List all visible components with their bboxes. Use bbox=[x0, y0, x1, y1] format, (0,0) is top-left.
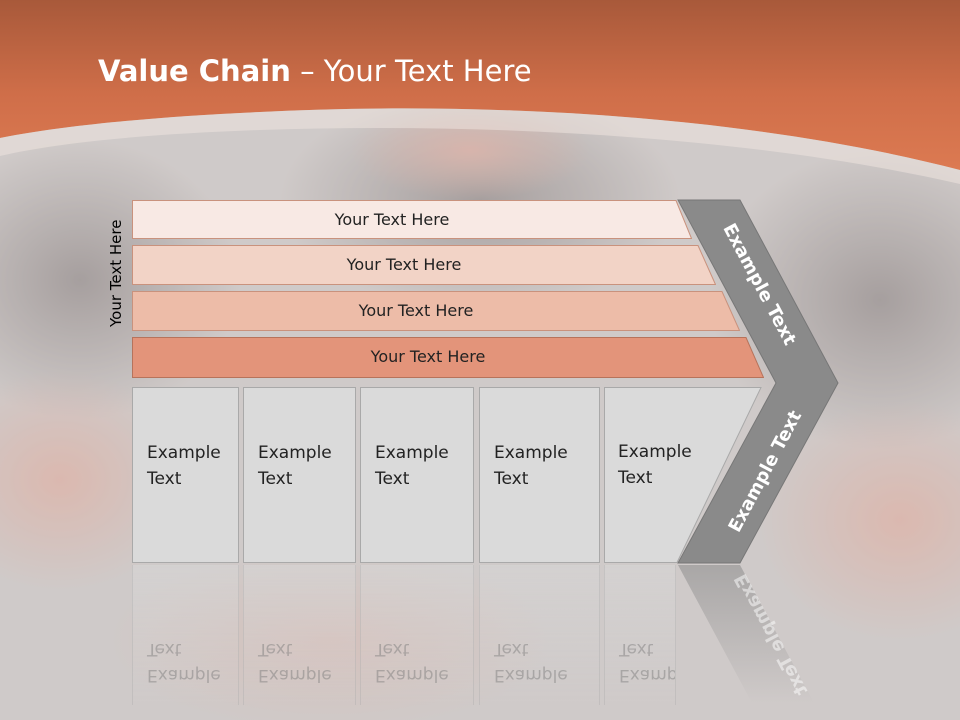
row-2[interactable]: Your Text Here bbox=[132, 245, 716, 285]
activity-box-3-line1: Example bbox=[375, 443, 449, 463]
chevron-reflection bbox=[678, 565, 814, 703]
row-3[interactable]: Your Text Here bbox=[132, 291, 740, 331]
activity-box-5-reflection-text: Example Text bbox=[619, 636, 676, 688]
activity-box-1-reflection-line2: Text bbox=[147, 639, 182, 659]
activity-box-3-reflection-line2: Text bbox=[375, 639, 410, 659]
activity-box-1[interactable]: Example Text bbox=[132, 387, 239, 563]
row-4-shape bbox=[132, 337, 764, 378]
activity-box-2-reflection: Example Text bbox=[243, 565, 356, 705]
activity-box-3-reflection-line1: Example bbox=[375, 665, 449, 685]
activity-box-3-reflection: Example Text bbox=[360, 565, 474, 705]
activity-box-2-line1: Example bbox=[258, 443, 332, 463]
activity-box-4-reflection-line1: Example bbox=[494, 665, 568, 685]
activity-box-2-reflection-text: Example Text bbox=[258, 636, 332, 688]
activity-box-3-line2: Text bbox=[375, 469, 410, 489]
activity-box-4[interactable]: Example Text bbox=[479, 387, 600, 563]
activity-box-5-reflection-line2: Text bbox=[619, 639, 654, 659]
activity-box-5-line1: Example bbox=[618, 442, 692, 462]
row-4[interactable]: Your Text Here bbox=[132, 337, 764, 378]
activity-box-1-line2: Text bbox=[147, 469, 182, 489]
activity-box-4-line2: Text bbox=[494, 469, 529, 489]
row-3-shape bbox=[132, 291, 740, 331]
row-1-label: Your Text Here bbox=[334, 210, 450, 229]
chevron-shape bbox=[677, 199, 839, 564]
activity-box-3-reflection-text: Example Text bbox=[375, 636, 449, 688]
row-3-label: Your Text Here bbox=[358, 301, 474, 320]
title-rest: – Your Text Here bbox=[290, 54, 532, 88]
activity-box-5-reflection-line1: Example bbox=[619, 665, 676, 685]
activity-box-5-shape bbox=[604, 387, 762, 563]
activity-box-1-reflection-line1: Example bbox=[147, 665, 221, 685]
activity-box-2-reflection-line1: Example bbox=[258, 665, 332, 685]
activity-box-3[interactable]: Example Text bbox=[360, 387, 474, 563]
activity-box-4-reflection-line2: Text bbox=[494, 639, 529, 659]
row-1[interactable]: Your Text Here bbox=[132, 200, 692, 239]
activity-box-5[interactable]: Example Text bbox=[604, 387, 762, 563]
activity-box-2-reflection-line2: Text bbox=[258, 639, 293, 659]
activity-box-4-reflection: Example Text bbox=[479, 565, 600, 705]
activity-box-1-line1: Example bbox=[147, 443, 221, 463]
activity-box-2-line2: Text bbox=[258, 469, 293, 489]
activity-box-5-line2: Text bbox=[618, 468, 653, 488]
activity-box-5-reflection: Example Text bbox=[604, 565, 676, 705]
activity-box-1-reflection-text: Example Text bbox=[147, 636, 221, 688]
row-2-shape bbox=[132, 245, 716, 285]
activity-box-1-reflection: Example Text bbox=[132, 565, 239, 705]
side-label: Your Text Here bbox=[107, 219, 125, 327]
title-bold: Value Chain bbox=[98, 54, 291, 88]
row-4-label: Your Text Here bbox=[370, 347, 486, 366]
slide-title: Value Chain – Your Text Here bbox=[98, 54, 532, 88]
activity-box-4-reflection-text: Example Text bbox=[494, 636, 568, 688]
activity-box-2[interactable]: Example Text bbox=[243, 387, 356, 563]
row-1-shape bbox=[132, 200, 692, 239]
row-2-label: Your Text Here bbox=[346, 255, 462, 274]
activity-box-4-line1: Example bbox=[494, 443, 568, 463]
